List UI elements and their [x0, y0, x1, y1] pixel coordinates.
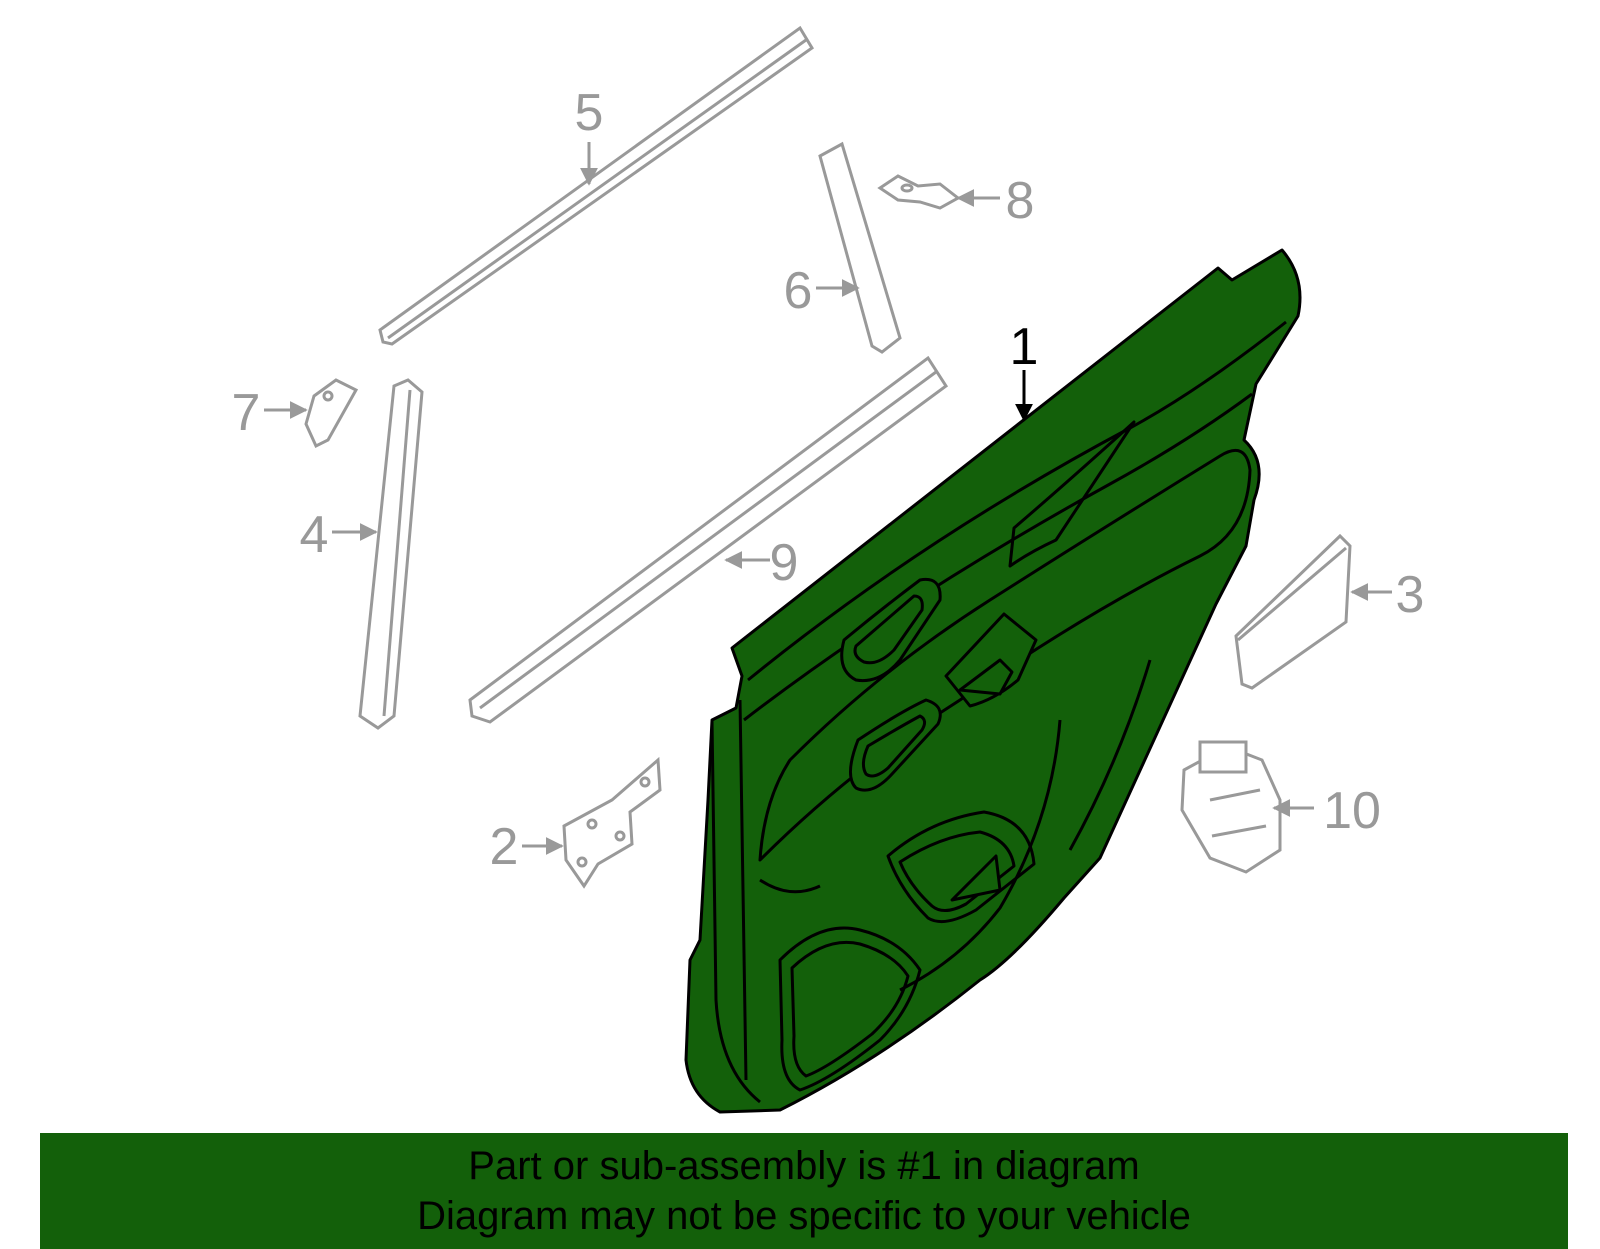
part-3-trim-pad[interactable]: [1234, 533, 1352, 690]
part-10-window-switch[interactable]: [1180, 740, 1282, 874]
banner-line-1: Part or sub-assembly is #1 in diagram: [468, 1144, 1140, 1188]
callout-7: 7: [232, 384, 261, 442]
callout-9: 9: [770, 534, 799, 592]
callout-3: 3: [1396, 566, 1425, 624]
callout-8: 8: [1006, 172, 1035, 230]
callout-2: 2: [490, 818, 519, 876]
part-9-belt-weatherstrip[interactable]: [468, 355, 949, 724]
callout-6: 6: [784, 262, 813, 320]
part-8-clip[interactable]: [877, 174, 961, 210]
callout-4: 4: [300, 506, 329, 564]
part-4-vertical-strip[interactable]: [358, 378, 424, 730]
part-1-door-trim-panel[interactable]: [684, 248, 1302, 1114]
part-5-upper-molding[interactable]: [378, 25, 815, 346]
callout-5: 5: [575, 84, 604, 142]
part-2-bracket[interactable]: [562, 756, 662, 889]
callout-labels: 1 2 3 4 5 6 7 8 9 10: [232, 84, 1425, 876]
part-6-pillar-garnish[interactable]: [818, 141, 902, 354]
notice-banner: Part or sub-assembly is #1 in diagram Di…: [40, 1133, 1568, 1249]
callout-1: 1: [1010, 318, 1039, 376]
leader-arrows: [264, 142, 1392, 855]
part-7-clip[interactable]: [304, 378, 359, 449]
banner-line-2: Diagram may not be specific to your vehi…: [417, 1194, 1191, 1238]
callout-10: 10: [1323, 782, 1381, 840]
